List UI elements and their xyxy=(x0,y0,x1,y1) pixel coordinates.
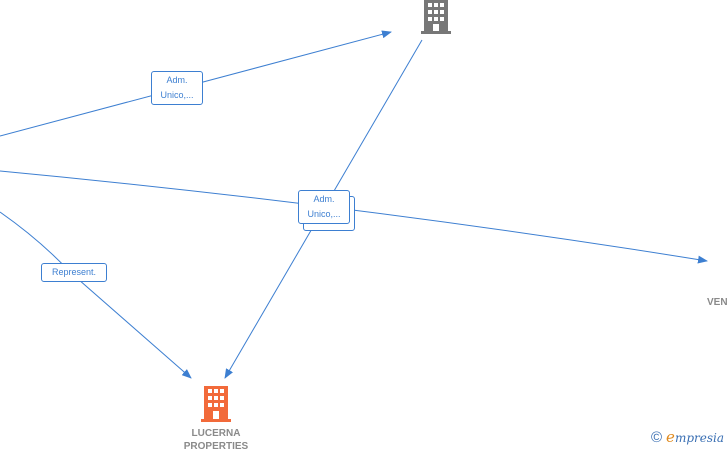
building-icon[interactable] xyxy=(420,0,452,34)
node-name-fragment: VEN xyxy=(707,297,728,308)
footer-brand: © empresia xyxy=(651,428,724,446)
edge-adm-to-right-node[interactable] xyxy=(0,170,708,264)
brand-rest: mpresia xyxy=(674,431,724,445)
edge-label-represent[interactable]: Represent. xyxy=(41,263,107,282)
edge-label-line1: Adm. xyxy=(313,194,335,204)
copyright-icon: © xyxy=(650,428,663,446)
edge-label-text: Represent. xyxy=(51,267,97,277)
company-name-line1: LUCERNA xyxy=(191,428,241,439)
edge-label-line1: Adm. xyxy=(166,75,188,85)
edge-label-line2: Unico,... xyxy=(307,209,341,219)
edge-label-adm-top[interactable]: Adm. Unico,... xyxy=(151,71,203,105)
edge-label-line2: Unico,... xyxy=(160,90,194,100)
company-name-line2: PROPERTIES xyxy=(183,441,249,450)
node-name-right[interactable]: VEN xyxy=(707,296,728,309)
company-name-lucerna[interactable]: LUCERNA PROPERTIES xyxy=(166,427,266,450)
edge-label-adm-center[interactable]: Adm. Unico,... xyxy=(298,190,350,224)
brand-initial: e xyxy=(666,428,675,446)
edge-represent-to-lucerna[interactable] xyxy=(0,211,192,379)
empresia-logo[interactable]: empresia xyxy=(666,428,724,446)
building-icon[interactable] xyxy=(200,386,232,422)
